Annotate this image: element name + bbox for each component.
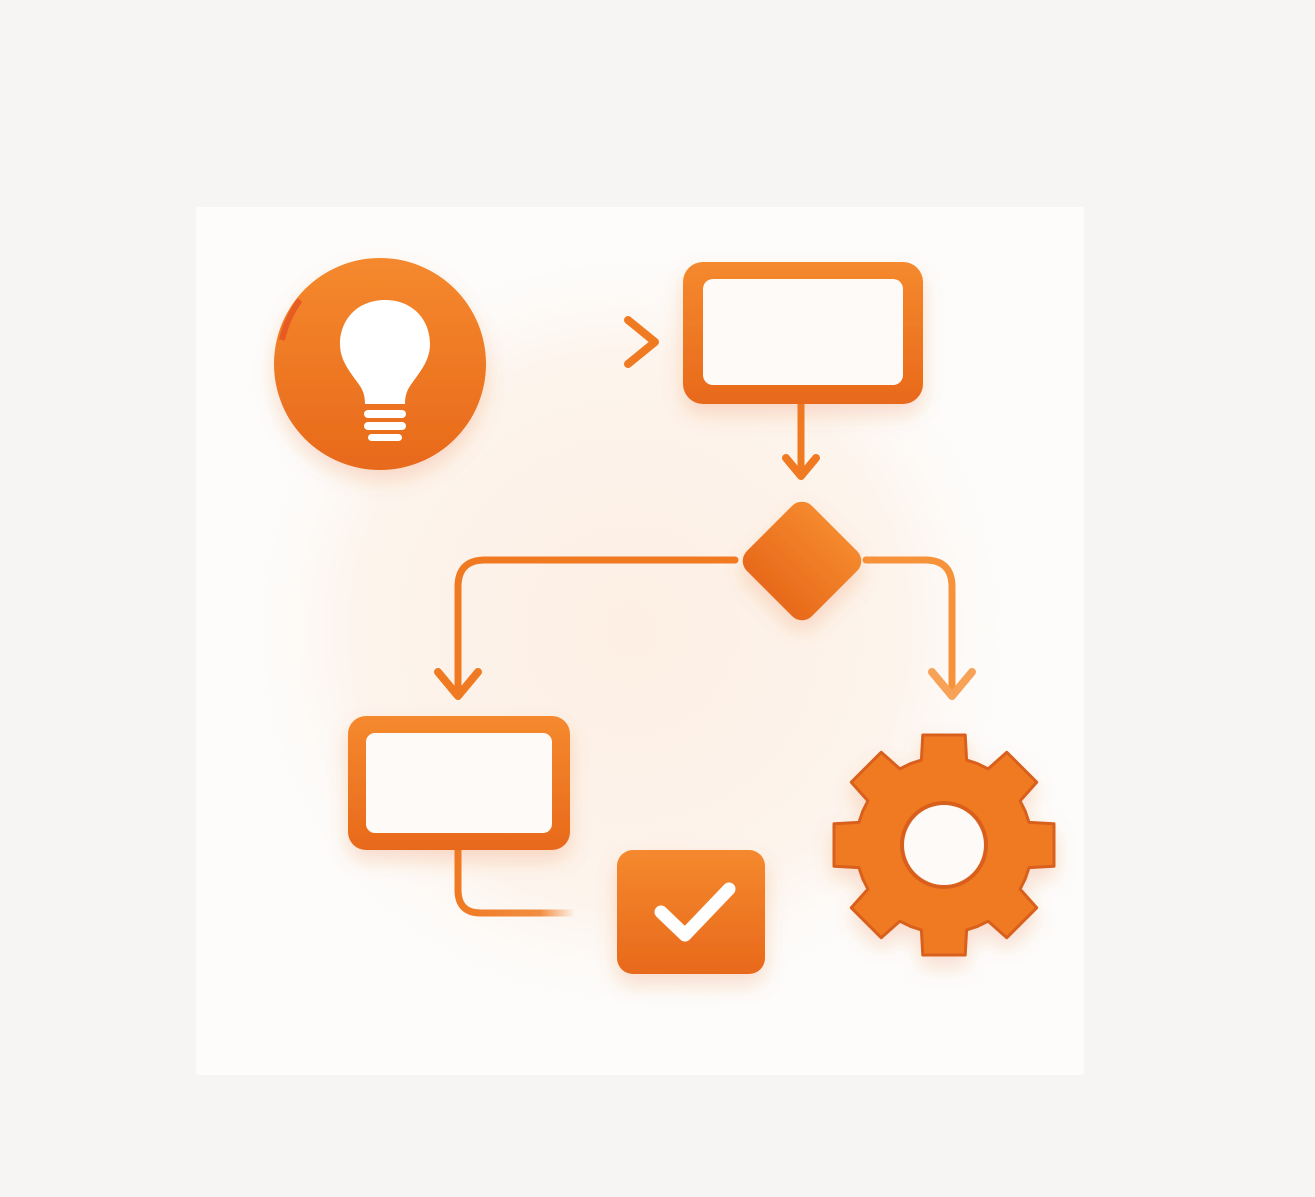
- arrowhead-decision-to-left-step: [434, 668, 482, 700]
- arrowhead-decision-to-process: [928, 668, 976, 700]
- arrowhead-idea-to-step: [624, 316, 659, 368]
- decision-diamond: [742, 501, 862, 621]
- connector-decision-to-process: [862, 556, 956, 694]
- connector-decision-to-left-step: [454, 556, 739, 694]
- gear-hole: [900, 801, 988, 889]
- gear-icon: [832, 733, 1056, 957]
- lightbulb-icon: [340, 300, 430, 441]
- top-step-box: [683, 262, 923, 404]
- arrowhead-step-to-decision: [782, 454, 820, 480]
- connector-step-to-done: [454, 846, 579, 917]
- left-step-box: [348, 716, 570, 850]
- checkmark-icon: [654, 882, 736, 942]
- done-node: [617, 850, 765, 974]
